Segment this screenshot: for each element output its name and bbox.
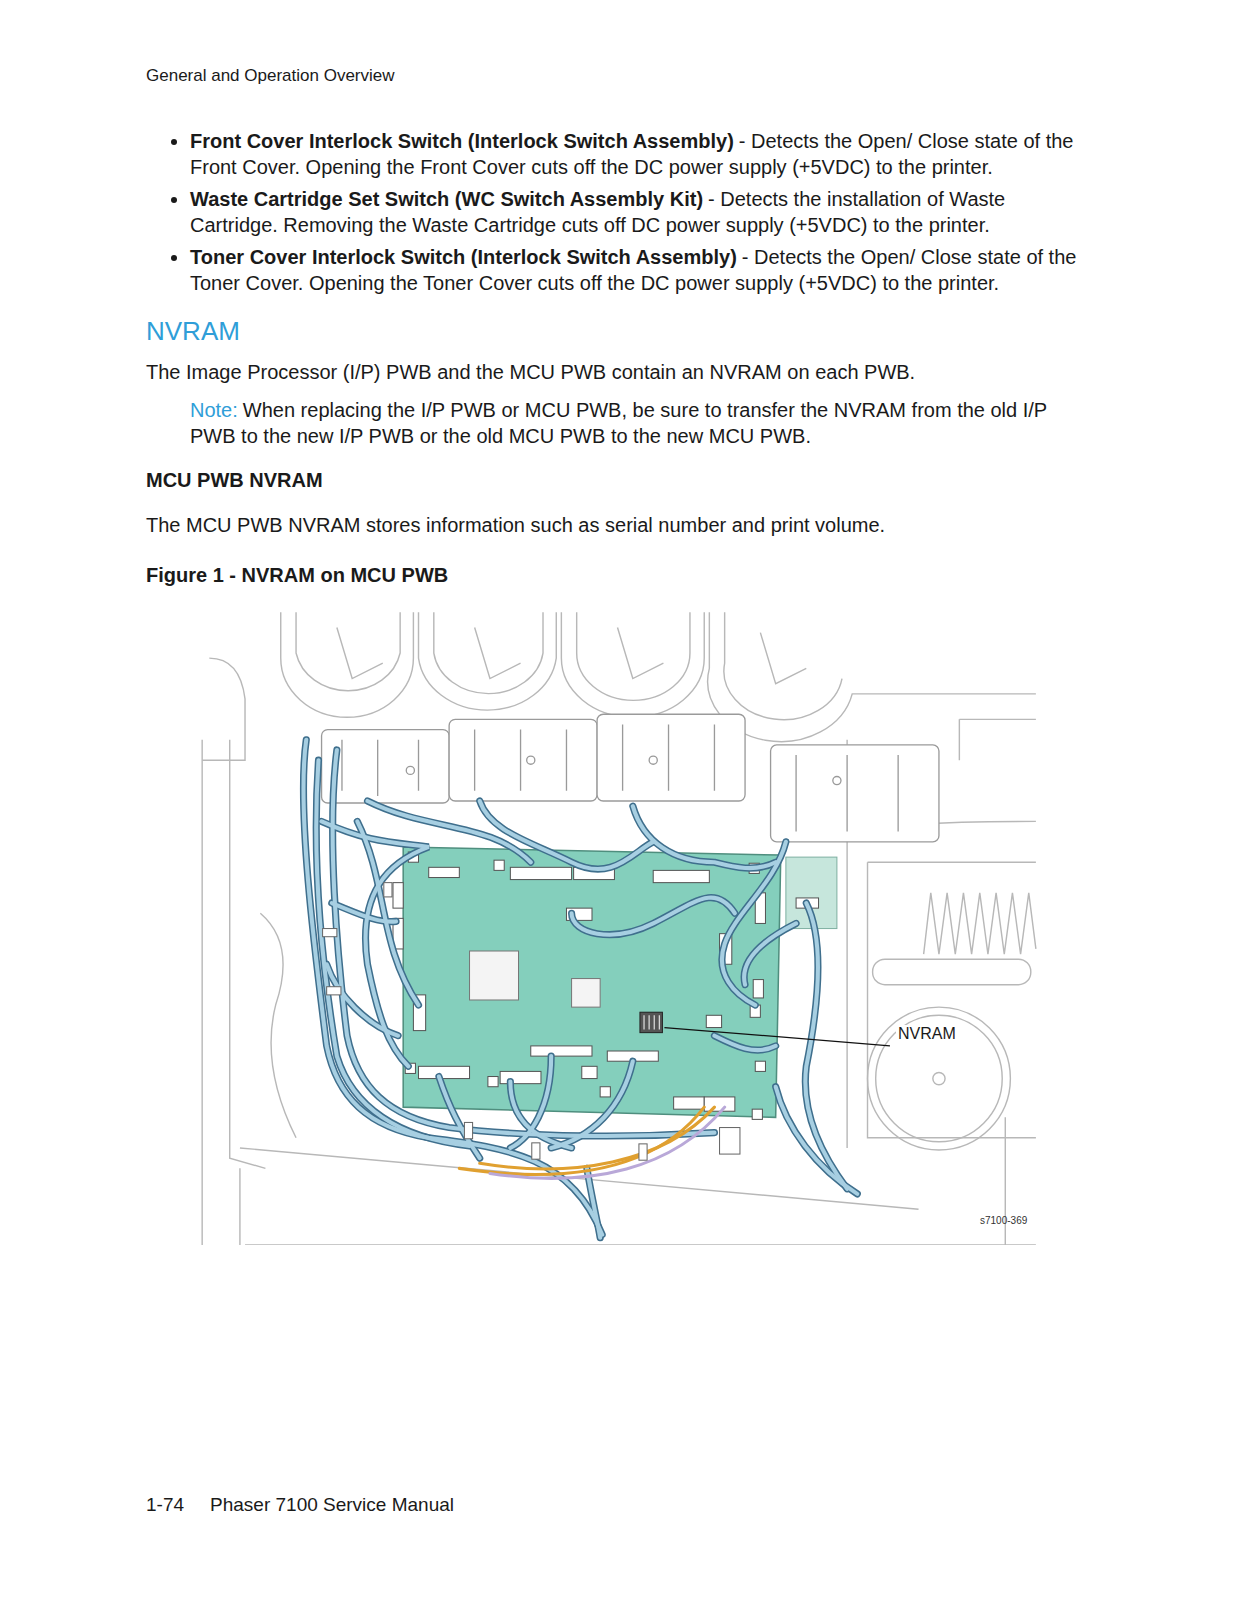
part-name: Front Cover Interlock Switch (Interlock … [190, 130, 734, 152]
bullet-list: Front Cover Interlock Switch (Interlock … [146, 128, 1096, 296]
mcu-pwb [393, 847, 837, 1119]
part-name: Waste Cartridge Set Switch (WC Switch As… [190, 188, 703, 210]
callout-label: NVRAM [896, 1025, 958, 1043]
figure-number: s7100-369 [980, 1215, 1027, 1226]
section-heading: NVRAM [146, 316, 1096, 347]
bullet-item: Waste Cartridge Set Switch (WC Switch As… [190, 186, 1096, 238]
leader-line [664, 1028, 890, 1046]
sub-heading: MCU PWB NVRAM [146, 469, 1096, 492]
page-number: 1-74 [146, 1494, 184, 1515]
part-name: Toner Cover Interlock Switch (Interlock … [190, 246, 737, 268]
note: Note:When replacing the I/P PWB or MCU P… [190, 397, 1096, 449]
page-body: Front Cover Interlock Switch (Interlock … [146, 128, 1096, 1245]
page-header: General and Operation Overview [146, 66, 395, 86]
wire-harness [303, 740, 857, 1238]
bullet-item: Toner Cover Interlock Switch (Interlock … [190, 244, 1096, 296]
body-paragraph: The Image Processor (I/P) PWB and the MC… [146, 359, 1096, 385]
figure-caption: Figure 1 - NVRAM on MCU PWB [146, 564, 1096, 587]
mcu-pwb-illustration [194, 607, 1041, 1245]
cartridge-holders [322, 714, 939, 842]
nvram-chip [640, 1012, 662, 1032]
page-footer: 1-74 Phaser 7100 Service Manual [146, 1494, 454, 1516]
body-paragraph: The MCU PWB NVRAM stores information suc… [146, 512, 1096, 538]
note-label: Note: [190, 399, 238, 421]
manual-title: Phaser 7100 Service Manual [210, 1494, 454, 1515]
printer-frame [202, 612, 1036, 1245]
note-text: When replacing the I/P PWB or MCU PWB, b… [190, 399, 1047, 447]
bullet-item: Front Cover Interlock Switch (Interlock … [190, 128, 1096, 180]
figure: NVRAM s7100-369 [194, 607, 1041, 1245]
